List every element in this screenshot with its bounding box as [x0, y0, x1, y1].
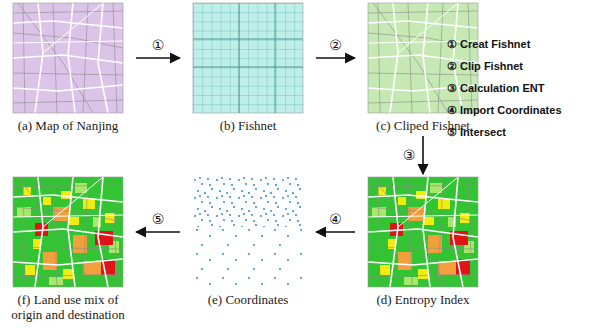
- panel-caption: (f) Land use mix of origin and destinati…: [3, 292, 133, 322]
- flow-arrow: [316, 231, 355, 233]
- panel-node: (b) Fishnet: [183, 3, 313, 133]
- step-description: ② Clip Fishnet: [447, 59, 523, 73]
- step-description: ① Creat Fishnet: [447, 37, 530, 51]
- step-number: ⑤: [151, 211, 166, 227]
- step-description: ③ Calculation ENT: [447, 81, 544, 95]
- flow-arrow: [136, 231, 180, 233]
- panel-node: (a) Map of Nanjing: [3, 3, 133, 133]
- panel-slot: [358, 3, 488, 113]
- step-description: ⑤ Intersect: [447, 125, 506, 139]
- panel-caption: (b) Fishnet: [183, 118, 313, 133]
- flow-arrow: [422, 136, 424, 174]
- flow-arrow: [136, 57, 180, 59]
- step-number: ④: [328, 211, 343, 227]
- step-number: ②: [328, 37, 343, 53]
- step-number: ③: [402, 147, 417, 163]
- panel-node: (d) Entropy Index: [358, 177, 488, 307]
- panel-node: (f) Land use mix of origin and destinati…: [3, 177, 133, 322]
- panel-slot: [183, 3, 313, 113]
- panel-caption: (a) Map of Nanjing: [3, 118, 133, 133]
- panel-slot: [358, 177, 488, 287]
- panel-caption: (d) Entropy Index: [358, 292, 488, 307]
- panel-slot: [183, 177, 313, 287]
- step-number: ①: [151, 37, 166, 53]
- panel-caption: (e) Coordinates: [183, 292, 313, 307]
- step-description: ④ Import Coordinates: [447, 103, 562, 117]
- panel-slot: [3, 3, 133, 113]
- panel-slot: [3, 177, 133, 287]
- flow-arrow: [316, 57, 355, 59]
- panel-node: (e) Coordinates: [183, 177, 313, 307]
